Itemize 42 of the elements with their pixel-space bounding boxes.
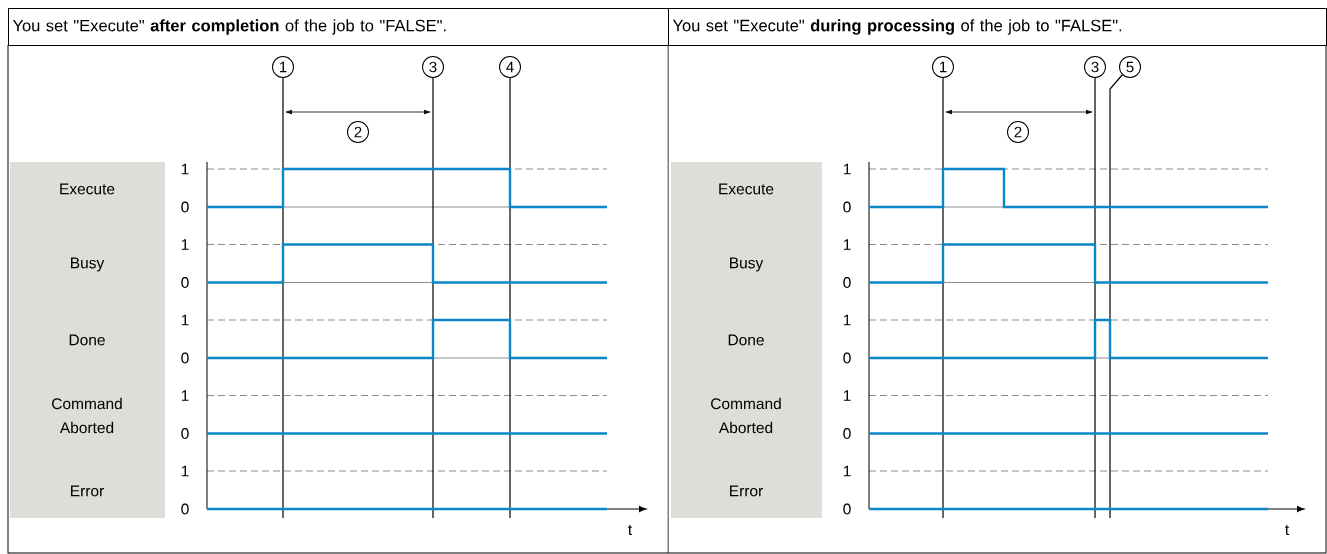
level-label: 1: [181, 314, 189, 326]
level-label: 1: [843, 390, 851, 401]
callout-number: 4: [499, 56, 521, 78]
level-label: 1: [843, 163, 851, 175]
callout-number: 3: [422, 56, 444, 78]
level-label: 0: [181, 428, 189, 439]
signal-name: Error: [730, 485, 763, 497]
level-label: 0: [843, 201, 851, 213]
signal-name: Busy: [730, 257, 764, 272]
level-label: 0: [843, 352, 851, 364]
signal-name: Busy: [71, 257, 105, 272]
level-label: 0: [843, 503, 851, 515]
level-label: 1: [181, 163, 189, 175]
signal-name: Command Aborted: [52, 397, 122, 434]
callout-number: 5: [1119, 56, 1141, 78]
level-label: 1: [181, 465, 189, 477]
signal-name: Execute: [60, 183, 115, 195]
level-label: 1: [843, 314, 851, 326]
level-label: 1: [843, 465, 851, 477]
signal-name: Error: [71, 485, 104, 497]
level-label: 0: [181, 503, 189, 515]
level-label: 1: [843, 239, 851, 250]
signal-name: Execute: [719, 183, 774, 195]
signal-name: Command Aborted: [711, 397, 781, 434]
level-label: 0: [181, 201, 189, 213]
header-cell: You set "Execute" during processing of the job to "FALSE".: [668, 8, 1327, 46]
callout-number: 2: [347, 121, 369, 143]
callout-number: 2: [1007, 121, 1029, 143]
callout-number: 1: [272, 56, 294, 78]
header-cell: You set "Execute" after completion of the job to "FALSE".: [8, 8, 669, 46]
callout-number: 3: [1084, 56, 1106, 78]
axis-label: t: [1285, 524, 1290, 536]
signal-name: Done: [69, 334, 105, 346]
level-label: 0: [181, 277, 189, 288]
level-label: 1: [181, 239, 189, 250]
axis-label: t: [628, 524, 633, 536]
callout-number: 1: [932, 56, 954, 78]
level-label: 0: [181, 352, 189, 364]
level-label: 1: [181, 390, 189, 401]
level-label: 0: [843, 277, 851, 288]
signal-name: Done: [728, 334, 764, 346]
level-label: 0: [843, 428, 851, 439]
